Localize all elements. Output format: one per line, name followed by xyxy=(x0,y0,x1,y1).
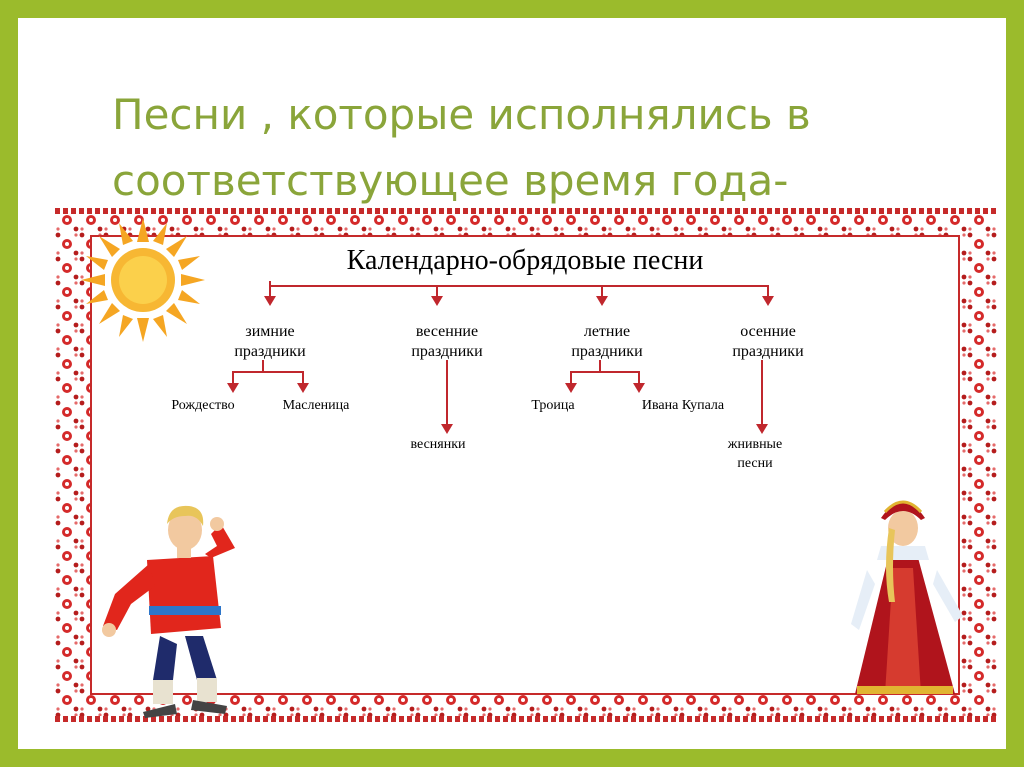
ornament-border xyxy=(55,208,998,722)
node-spring-line2: праздники xyxy=(411,343,483,360)
leaf-trinity: Троица xyxy=(531,398,575,413)
leaf-christmas: Рождество xyxy=(171,398,234,413)
node-autumn: осенние праздники xyxy=(732,323,804,360)
ornament-frame-picture: Календарно-обрядовые песни зимние праздн… xyxy=(55,208,998,722)
sun-icon xyxy=(81,218,205,342)
node-winter-line2: праздники xyxy=(234,343,306,360)
node-summer-line1: летние xyxy=(584,323,630,340)
folk-girl-figure xyxy=(851,500,963,694)
leaf-ivan-kupala: Ивана Купала xyxy=(642,398,725,413)
title-line-2: соответствующее время года- xyxy=(112,156,789,205)
node-summer-line2: праздники xyxy=(571,343,643,360)
node-autumn-line1: осенние xyxy=(740,323,796,340)
slide-title: Песни , которые исполнялись в соответств… xyxy=(112,82,912,214)
node-winter: зимние праздники xyxy=(234,323,306,360)
connector-lines xyxy=(232,281,769,424)
node-winter-line1: зимние xyxy=(245,323,294,340)
leaf-vesnyanki: веснянки xyxy=(410,437,466,452)
leaf-harvest-line1: жнивные xyxy=(727,437,782,452)
node-autumn-line2: праздники xyxy=(732,343,804,360)
diagram-heading: Календарно-обрядовые песни xyxy=(347,245,704,276)
node-summer: летние праздники xyxy=(571,323,643,360)
folk-boy-figure xyxy=(102,505,235,718)
leaf-harvest-line2: песни xyxy=(737,456,773,471)
node-spring: весенние праздники xyxy=(411,323,483,360)
arrow-heads xyxy=(227,296,774,434)
title-line-1: Песни , которые исполнялись в xyxy=(112,90,811,139)
node-spring-line1: весенние xyxy=(416,323,478,340)
leaf-maslenitsa: Масленица xyxy=(283,398,351,413)
